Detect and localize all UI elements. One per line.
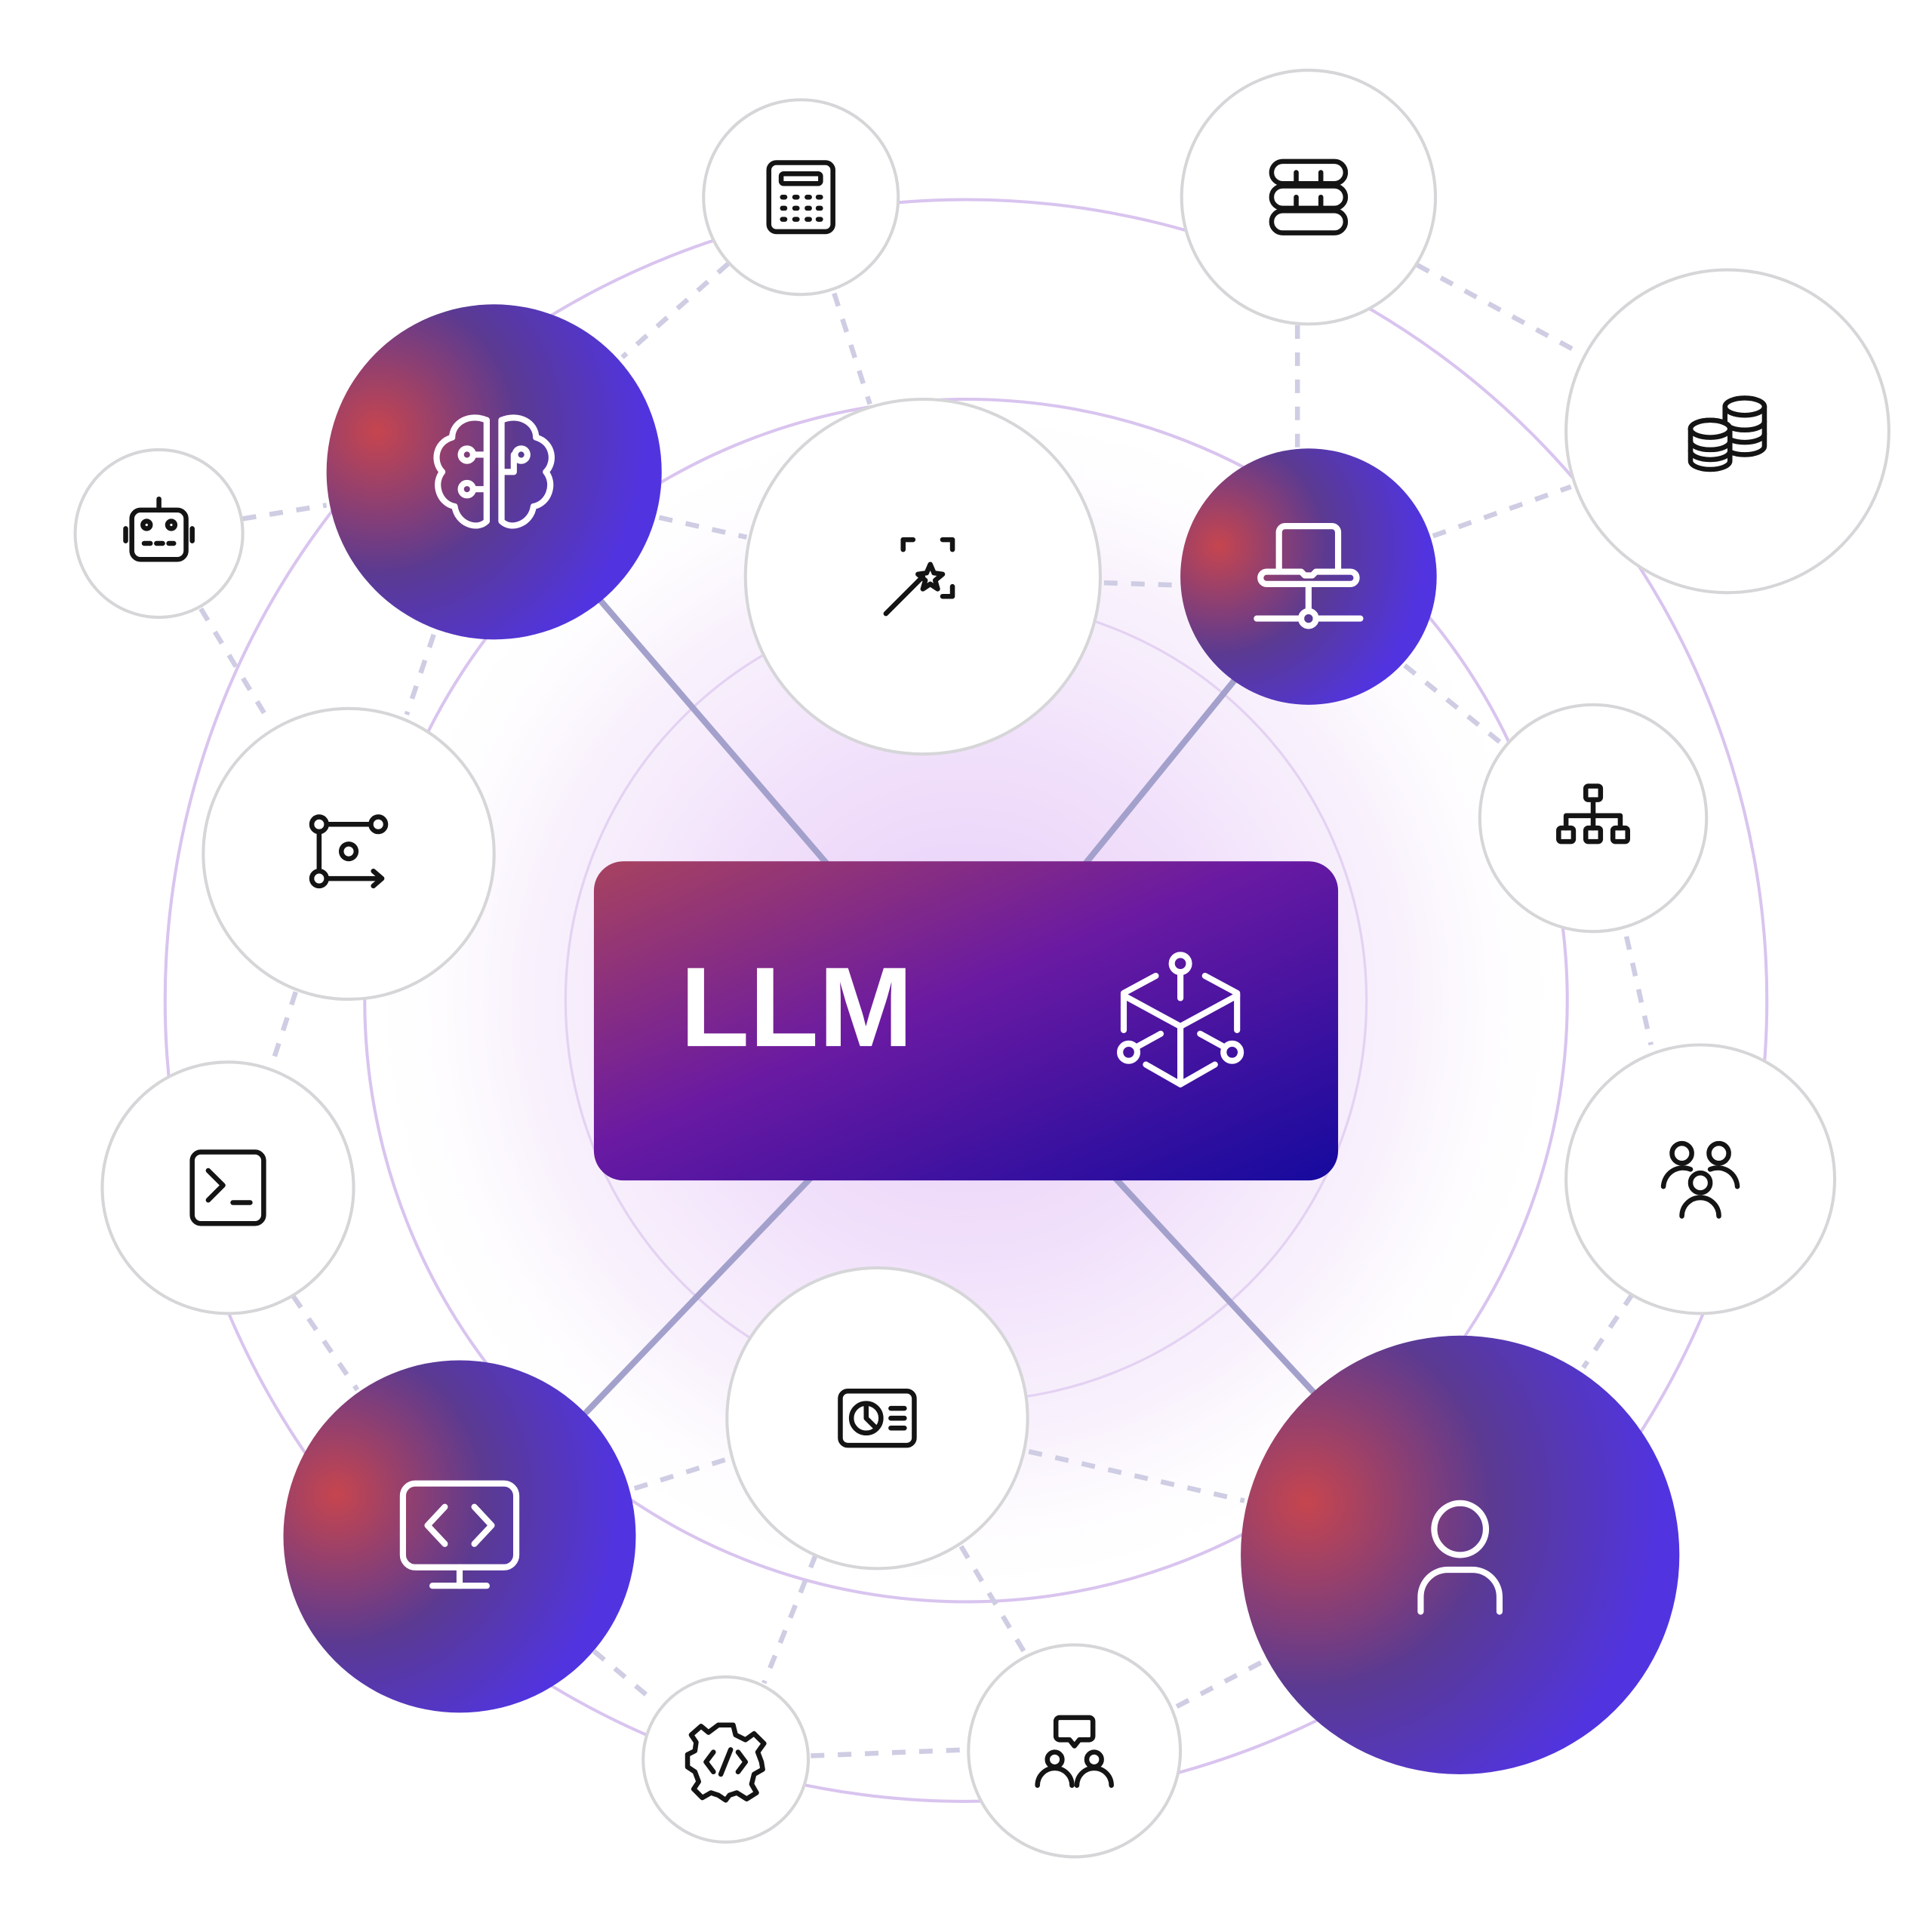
user-icon [1417, 1500, 1503, 1615]
node-workflow[interactable] [202, 706, 496, 1001]
terminal-icon [189, 1149, 266, 1226]
code-monitor-icon [399, 1480, 520, 1589]
node-network[interactable] [1180, 448, 1437, 705]
dashed-connections [198, 261, 1654, 1758]
robot-icon [123, 496, 195, 562]
dashboard-icon [838, 1389, 917, 1448]
node-brain[interactable] [326, 304, 662, 640]
node-code-gear[interactable] [641, 1675, 811, 1844]
calculator-icon [766, 160, 835, 235]
node-coins[interactable] [1564, 268, 1890, 595]
ai-model-cube-icon [1116, 952, 1244, 1088]
node-hierarchy[interactable] [1478, 703, 1709, 934]
node-team[interactable] [1564, 1043, 1837, 1315]
middle-ring [363, 397, 1569, 1604]
node-terminal[interactable] [100, 1060, 355, 1315]
llm-connections [583, 597, 1319, 1416]
group-discussion-icon [1035, 1715, 1114, 1788]
outer-ring [163, 198, 1769, 1803]
magic-wand-icon [883, 537, 955, 617]
network-computer-icon [1254, 523, 1364, 629]
server-stack-icon [1269, 158, 1349, 235]
team-icon [1660, 1140, 1740, 1219]
llm-box[interactable]: LLM [593, 861, 1339, 1181]
node-user[interactable] [1241, 1335, 1680, 1775]
coins-stack-icon [1687, 395, 1767, 472]
node-server[interactable] [1180, 69, 1438, 326]
node-discussion[interactable] [967, 1643, 1183, 1859]
node-code-monitor[interactable] [283, 1360, 636, 1713]
node-dashboard[interactable] [725, 1266, 1029, 1571]
brain-circuit-icon [433, 414, 555, 529]
node-magic[interactable] [743, 397, 1102, 756]
workflow-icon [309, 814, 389, 889]
node-calculator[interactable] [702, 98, 900, 297]
code-gear-icon [685, 1722, 767, 1803]
llm-label: LLM [680, 943, 913, 1070]
hierarchy-icon [1556, 783, 1631, 844]
node-robot[interactable] [73, 448, 245, 619]
